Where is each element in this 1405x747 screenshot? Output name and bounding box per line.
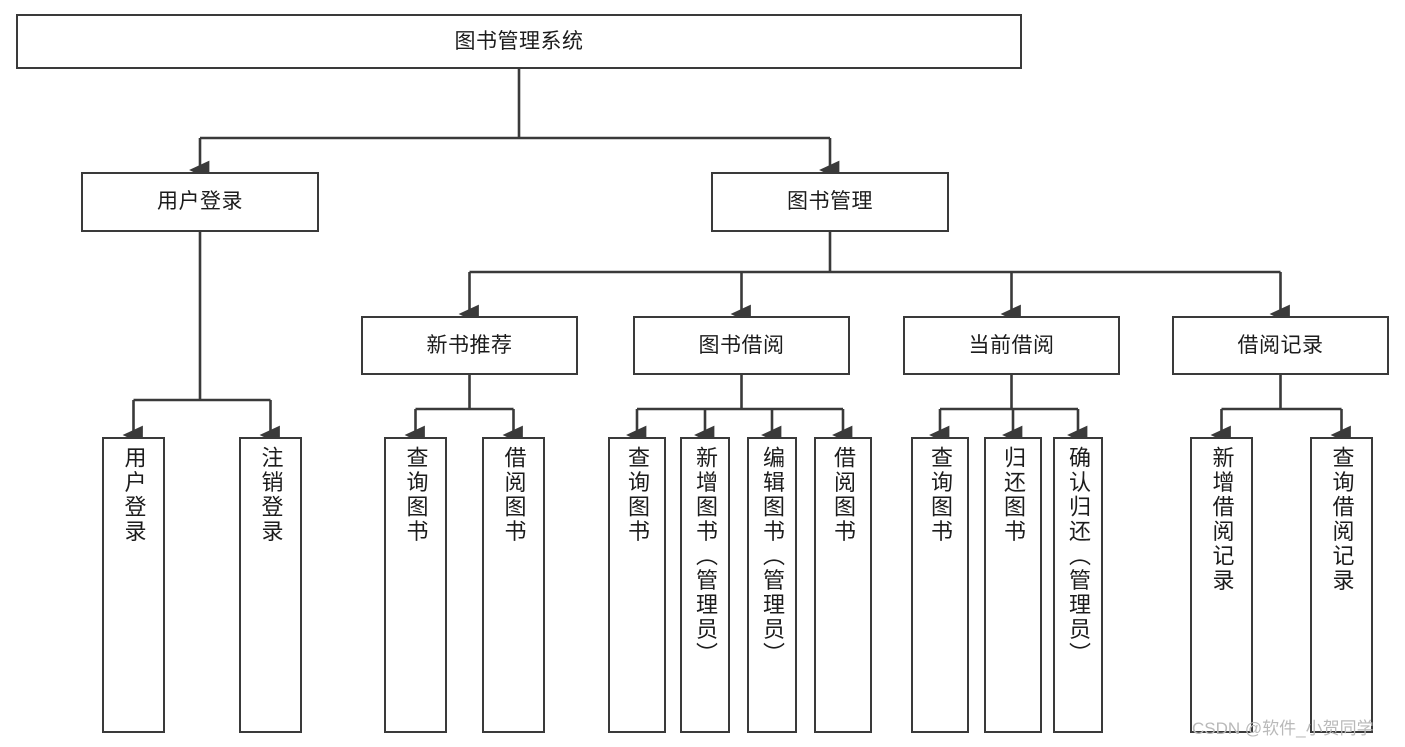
node-label: 编辑图书（管理员）	[760, 446, 785, 667]
node-login[interactable]: 用户登录	[81, 172, 319, 232]
node-leaf-borrow-3[interactable]: 编辑图书（管理员）	[747, 437, 797, 733]
node-leaf-new-1[interactable]: 查询图书	[384, 437, 447, 733]
node-label: 用户登录	[121, 446, 147, 544]
node-label: 当前借阅	[968, 333, 1055, 357]
node-label: 图书借阅	[698, 333, 785, 357]
node-leaf-cur-3[interactable]: 确认归还（管理员）	[1053, 437, 1103, 733]
node-label: 归还图书	[1001, 446, 1026, 544]
node-label: 查询借阅记录	[1329, 446, 1355, 593]
node-leaf-cur-2[interactable]: 归还图书	[984, 437, 1042, 733]
node-label: 新书推荐	[426, 333, 513, 357]
node-label: 新增图书（管理员）	[693, 446, 718, 667]
node-newbook[interactable]: 新书推荐	[361, 316, 578, 375]
node-leaf-cur-1[interactable]: 查询图书	[911, 437, 969, 733]
node-label: 图书管理	[787, 190, 873, 214]
node-current[interactable]: 当前借阅	[903, 316, 1120, 375]
node-leaf-borrow-4[interactable]: 借阅图书	[814, 437, 872, 733]
node-label: 确认归还（管理员）	[1066, 446, 1091, 667]
node-label: 新增借阅记录	[1209, 446, 1235, 593]
node-leaf-borrow-1[interactable]: 查询图书	[608, 437, 666, 733]
node-borrow[interactable]: 图书借阅	[633, 316, 850, 375]
node-label: 借阅记录	[1237, 333, 1324, 357]
node-leaf-login-1[interactable]: 用户登录	[102, 437, 165, 733]
node-leaf-borrow-2[interactable]: 新增图书（管理员）	[680, 437, 730, 733]
node-leaf-login-2[interactable]: 注销登录	[239, 437, 302, 733]
node-label: 查询图书	[625, 446, 650, 544]
node-leaf-rec-1[interactable]: 新增借阅记录	[1190, 437, 1253, 733]
node-records[interactable]: 借阅记录	[1172, 316, 1389, 375]
csdn-watermark: CSDN @软件_小贺同学	[1192, 719, 1374, 738]
node-leaf-rec-2[interactable]: 查询借阅记录	[1310, 437, 1373, 733]
node-leaf-new-2[interactable]: 借阅图书	[482, 437, 545, 733]
node-label: 查询图书	[928, 446, 953, 544]
node-root[interactable]: 图书管理系统	[16, 14, 1022, 69]
node-label: 图书管理系统	[454, 29, 584, 53]
node-label: 注销登录	[258, 446, 284, 544]
node-label: 查询图书	[403, 446, 429, 544]
node-label: 借阅图书	[831, 446, 856, 544]
node-label: 借阅图书	[501, 446, 527, 544]
node-bookmgmt[interactable]: 图书管理	[711, 172, 949, 232]
node-label: 用户登录	[157, 190, 243, 214]
